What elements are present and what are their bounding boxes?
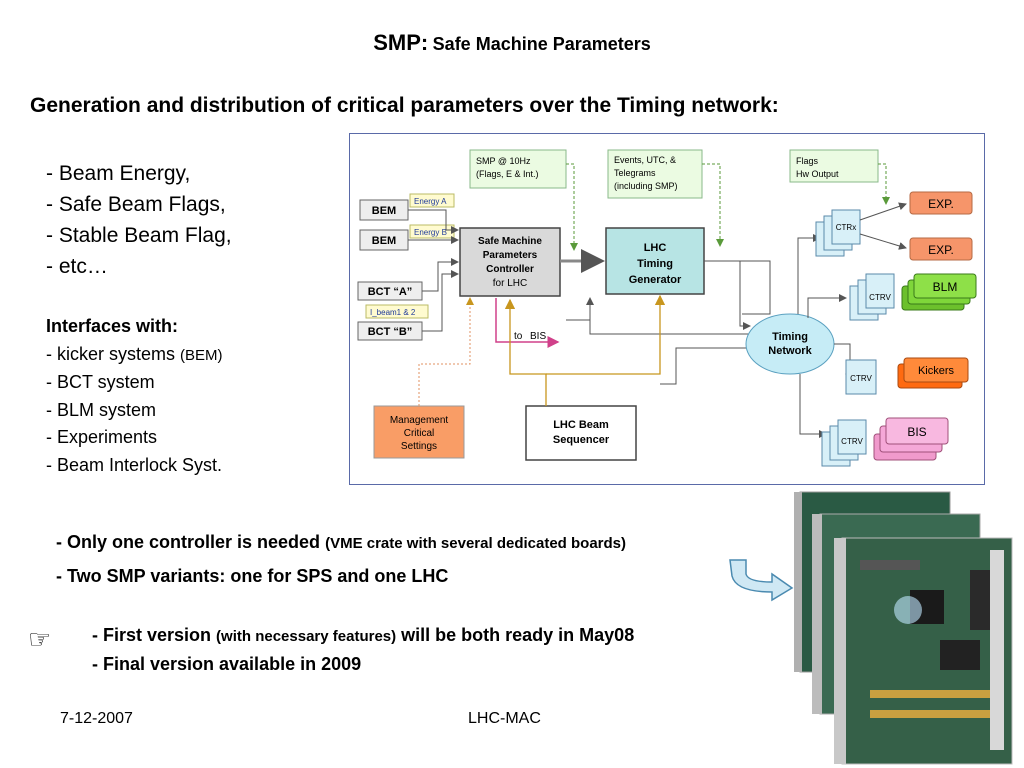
svg-text:Controller: Controller [486, 264, 534, 275]
svg-text:I_beam1 & 2: I_beam1 & 2 [370, 308, 416, 317]
page-title: SMP: Safe Machine Parameters [0, 30, 1024, 56]
svg-text:LHC: LHC [644, 242, 667, 254]
smp-controller-box: Safe Machine Parameters Controller for L… [459, 227, 561, 297]
bullet-controller-main: - Only one controller is needed [56, 532, 321, 552]
ibeam-label: I_beam1 & 2 [365, 304, 429, 319]
svg-text:BLM: BLM [933, 280, 958, 294]
bem-box-1: BEM [359, 199, 409, 221]
bullet-final-version: - Final version available in 2009 [92, 654, 362, 674]
interface-kicker: - kicker systems [46, 343, 176, 364]
smp-note-line: (Flags, E & Int.) [476, 169, 539, 179]
svg-text:LHC Beam: LHC Beam [553, 419, 609, 431]
svg-text:Safe Machine: Safe Machine [478, 236, 542, 247]
svg-text:EXP.: EXP. [928, 243, 954, 257]
parameter-list: - Beam Energy, - Safe Beam Flags, - Stab… [46, 158, 232, 282]
svg-text:BEM: BEM [372, 205, 396, 217]
bct-a-box: BCT “A” [357, 281, 423, 301]
management-settings-box: Management Critical Settings [373, 405, 465, 459]
events-note: Events, UTC, & Telegrams (including SMP) [607, 149, 703, 199]
timing-network-node: Timing Network [745, 313, 835, 375]
svg-text:Energy A: Energy A [414, 197, 447, 206]
svg-text:Energy B: Energy B [414, 228, 447, 237]
bullet-first-version-note: (with necessary features) [216, 628, 397, 645]
svg-text:Timing: Timing [772, 331, 808, 343]
energy-a-label: Energy A [409, 193, 455, 208]
svg-text:CTRV: CTRV [841, 437, 863, 446]
svg-text:for LHC: for LHC [493, 278, 527, 289]
to-label: to [514, 331, 523, 342]
bct-b-box: BCT “B” [357, 321, 423, 341]
events-note-line: (including SMP) [614, 181, 678, 191]
interface-item: - kicker systems (BEM) [46, 341, 223, 370]
svg-text:BEM: BEM [372, 235, 396, 247]
ctrv-stack-bis: CTRV [821, 419, 867, 467]
ctrx-stack: CTRx [815, 209, 861, 257]
bullet-first-version-main: - First version [92, 625, 212, 645]
flags-note-line: Hw Output [796, 169, 839, 179]
parameter-item: - Stable Beam Flag, [46, 224, 232, 247]
bullet-controller-note: (VME crate with several dedicated boards… [325, 535, 627, 552]
interface-item: - BLM system [46, 399, 157, 420]
parameter-item: - Beam Energy, [46, 162, 191, 185]
interface-item: - Beam Interlock Syst. [46, 454, 223, 475]
bullet-first-version-tail: will be both ready in May08 [401, 625, 635, 645]
svg-text:Kickers: Kickers [918, 365, 955, 377]
svg-text:BIS: BIS [907, 425, 926, 439]
interface-item: - BCT system [46, 372, 155, 392]
exp-box-2: EXP. [909, 237, 973, 261]
svg-text:Critical: Critical [404, 428, 435, 439]
parameter-item: - etc… [46, 255, 108, 278]
svg-text:Sequencer: Sequencer [553, 434, 610, 446]
diagram-canvas: SMP @ 10Hz (Flags, E & Int.) Events, UTC… [357, 149, 977, 467]
footer-org: LHC-MAC [468, 710, 541, 727]
interface-item: - Experiments [46, 427, 158, 447]
bis-target-label: BIS [530, 331, 546, 342]
pointing-hand-icon: ☞ [28, 624, 52, 654]
smp-rate-note: SMP @ 10Hz (Flags, E & Int.) [469, 149, 567, 189]
interfaces-heading: Interfaces with: [46, 316, 179, 336]
title-rest: Safe Machine Parameters [432, 34, 651, 54]
svg-text:Generator: Generator [629, 274, 682, 286]
events-note-line: Events, UTC, & [614, 155, 676, 165]
svg-text:Timing: Timing [637, 258, 673, 270]
title-prefix: SMP: [373, 30, 429, 55]
ctrv-stack-kickers: CTRV [845, 359, 877, 395]
interface-kicker-note: (BEM) [180, 346, 223, 364]
footer-date: 7-12-2007 [60, 710, 133, 727]
parameter-item: - Safe Beam Flags, [46, 193, 226, 216]
svg-text:BCT “A”: BCT “A” [368, 286, 413, 298]
svg-text:Management: Management [390, 415, 449, 426]
interfaces-list: Interfaces with: - kicker systems (BEM) … [46, 313, 223, 479]
flags-note-line: Flags [796, 156, 819, 166]
energy-b-label: Energy B [409, 224, 455, 239]
beam-sequencer-box: LHC Beam Sequencer [525, 405, 637, 461]
bis-box-stack: BIS [873, 417, 949, 461]
events-note-line: Telegrams [614, 168, 656, 178]
svg-text:BCT “B”: BCT “B” [368, 326, 413, 338]
svg-text:Network: Network [768, 345, 812, 357]
kickers-box-stack: Kickers [897, 357, 969, 389]
timing-generator-box: LHC Timing Generator [605, 227, 705, 295]
svg-text:Settings: Settings [401, 441, 437, 452]
bullet-first-version: - First version (with necessary features… [92, 625, 634, 646]
bem-box-2: BEM [359, 229, 409, 251]
svg-text:CTRV: CTRV [850, 374, 872, 383]
svg-text:CTRx: CTRx [836, 223, 856, 232]
page-subtitle: Generation and distribution of critical … [30, 94, 779, 117]
exp-box-1: EXP. [909, 191, 973, 215]
vme-boards-photo [794, 491, 1013, 765]
curved-arrow-icon [729, 559, 794, 602]
svg-text:CTRV: CTRV [869, 293, 891, 302]
svg-text:EXP.: EXP. [928, 197, 954, 211]
bullet-controller: - Only one controller is needed (VME cra… [56, 532, 626, 553]
svg-text:Parameters: Parameters [483, 250, 538, 261]
flags-note: Flags Hw Output [789, 149, 879, 183]
smp-architecture-diagram: SMP @ 10Hz (Flags, E & Int.) Events, UTC… [349, 133, 985, 485]
ctrv-stack-blm: CTRV [849, 273, 895, 321]
smp-note-line: SMP @ 10Hz [476, 156, 531, 166]
bullet-variants: - Two SMP variants: one for SPS and one … [56, 566, 449, 586]
blm-box-stack: BLM [901, 273, 977, 311]
